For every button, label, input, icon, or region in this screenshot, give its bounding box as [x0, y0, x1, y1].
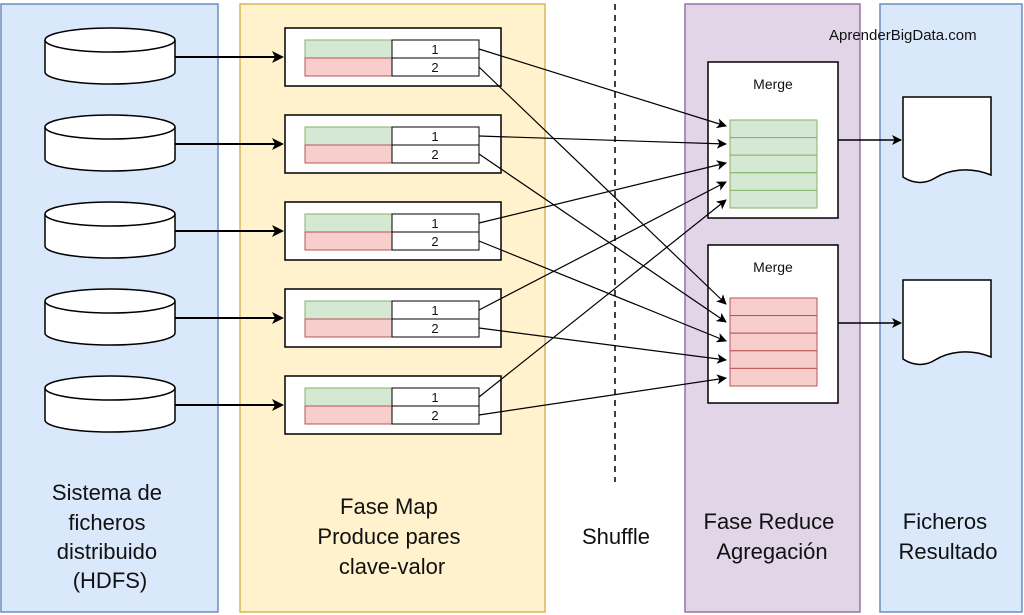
reducer-merge-red: Merge — [707, 244, 839, 404]
key-label: 1 — [431, 42, 438, 57]
shuffle-arrow — [478, 160, 727, 224]
hdfs-disks — [44, 27, 176, 433]
disk-icon — [44, 27, 176, 85]
shuffle-arrow — [478, 199, 727, 398]
key-label: 1 — [431, 303, 438, 318]
map-task: 1 2 — [284, 288, 502, 348]
input-arrows — [175, 51, 284, 411]
shuffle-arrow — [478, 48, 727, 129]
shuffle-arrow — [478, 240, 727, 343]
shuffle-arrow — [478, 66, 727, 305]
document-icon — [902, 96, 992, 184]
merge-title: Merge — [753, 76, 793, 92]
shuffle-arrow — [478, 327, 727, 364]
watermark: AprenderBigData.com — [829, 27, 977, 44]
disk-icon — [44, 201, 176, 259]
shuffle-arrows-key1 — [478, 48, 727, 398]
map-label: Fase Map Produce pares clave-valor — [317, 494, 466, 579]
reducer-merge-green: Merge — [707, 61, 839, 219]
key-label: 2 — [431, 60, 438, 75]
shuffle-arrow — [478, 153, 727, 323]
shuffle-arrows-key2 — [478, 66, 727, 416]
disk-icon — [44, 288, 176, 346]
shuffle-arrow — [478, 135, 727, 149]
key-label: 1 — [431, 216, 438, 231]
map-task: 1 2 — [284, 201, 502, 261]
reduce-label: Fase Reduce Agregación — [704, 509, 841, 564]
merge-title: Merge — [753, 259, 793, 275]
key-label: 2 — [431, 408, 438, 423]
key-label: 1 — [431, 129, 438, 144]
map-task: 1 2 — [284, 114, 502, 174]
key-label: 2 — [431, 234, 438, 249]
key-label: 2 — [431, 321, 438, 336]
disk-icon — [44, 114, 176, 172]
disk-icon — [44, 375, 176, 433]
map-task: 1 2 — [284, 27, 502, 87]
shuffle-label: Shuffle — [582, 524, 650, 549]
output-arrows — [838, 135, 902, 328]
map-task: 1 2 — [284, 375, 502, 435]
shuffle-arrow — [478, 181, 727, 311]
hdfs-label: Sistema de ficheros distribuido (HDFS) — [52, 480, 168, 593]
results-label: Ficheros Resultado — [898, 509, 997, 564]
document-icon — [902, 279, 992, 366]
key-label: 2 — [431, 147, 438, 162]
shuffle-arrow — [478, 374, 727, 416]
key-label: 1 — [431, 390, 438, 405]
